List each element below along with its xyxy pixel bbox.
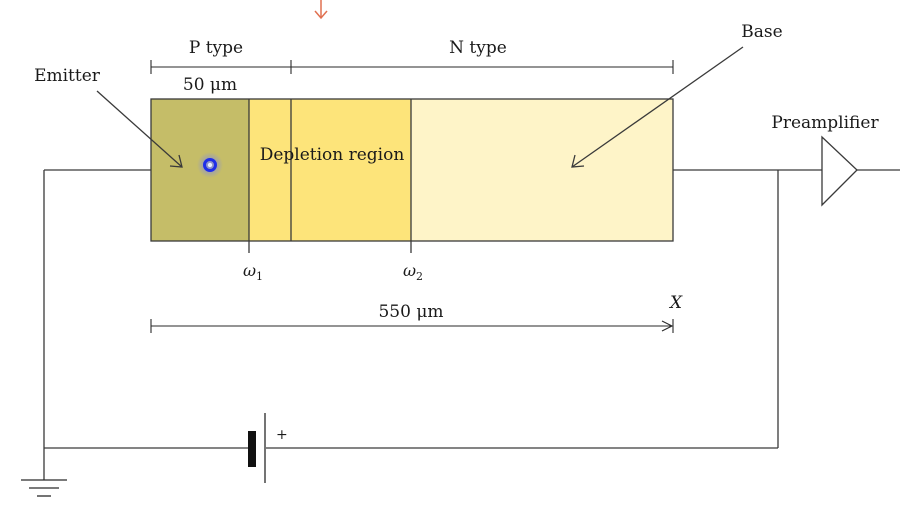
length-label: 550 μm [378, 302, 443, 322]
base-label: Base [741, 22, 782, 42]
length-dimension-bar [150, 319, 674, 333]
battery-icon [248, 413, 266, 483]
down-arrow-icon [314, 0, 328, 20]
depletion-region-left [249, 99, 291, 241]
p-width-label: 50 μm [183, 75, 237, 95]
omega-1-label: ω1 [243, 261, 263, 283]
preamplifier-label: Preamplifier [771, 113, 879, 133]
p-type-label: P type [189, 38, 243, 58]
emitter-label: Emitter [34, 66, 101, 86]
type-dimension-bar [150, 60, 674, 74]
depletion-region-label: Depletion region [260, 145, 405, 165]
location-dot-icon [197, 152, 223, 178]
circuit-wires [43, 169, 900, 480]
depletion-region-right [291, 99, 411, 241]
ground-icon [21, 479, 67, 497]
battery-plus-label: + [276, 427, 288, 443]
amplifier-triangle-icon [821, 135, 858, 207]
emitter-arrow [96, 90, 183, 168]
base-arrow [571, 46, 744, 168]
n-type-label: N type [449, 38, 507, 58]
base-region [411, 99, 673, 241]
omega-2-label: ω2 [403, 261, 423, 283]
x-axis-label: X [668, 293, 683, 313]
